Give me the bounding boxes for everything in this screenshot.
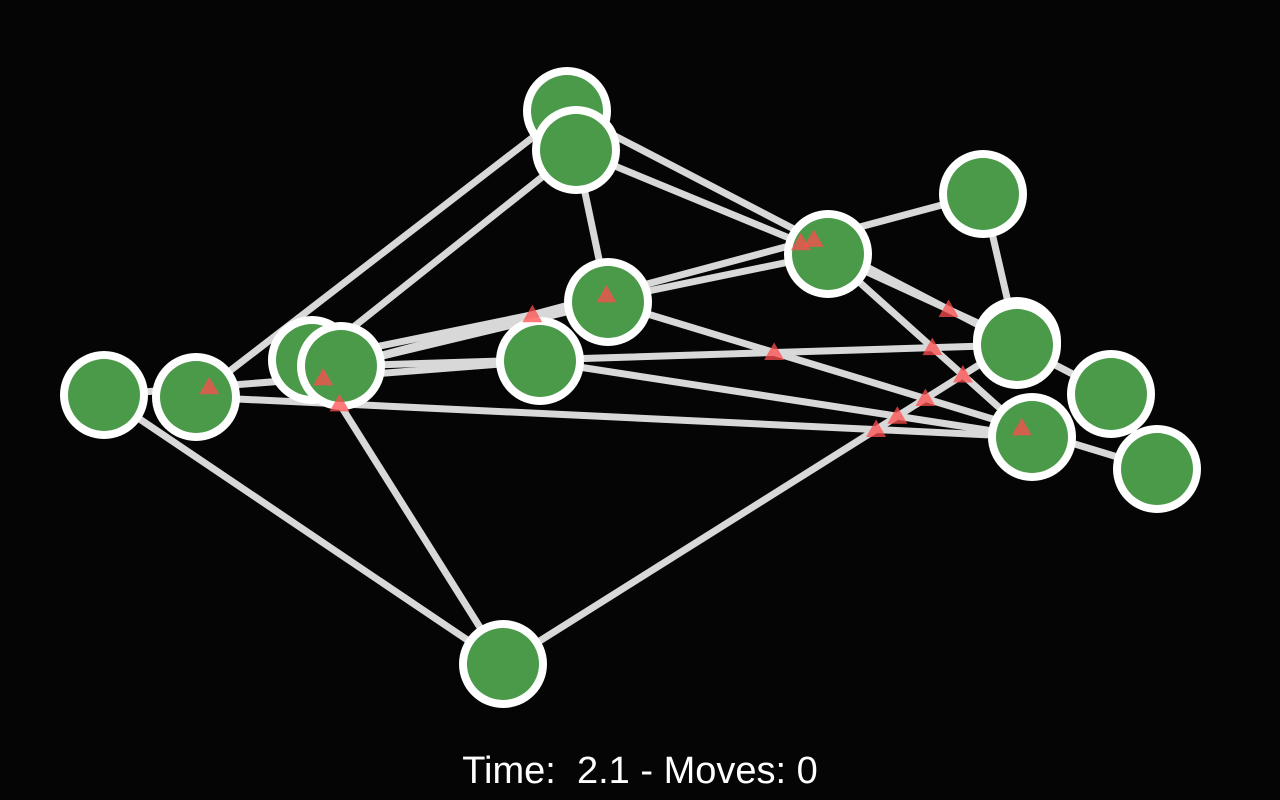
- node-layer: [60, 67, 1201, 708]
- graph-node[interactable]: [1113, 425, 1201, 513]
- graph-edge: [536, 357, 1036, 441]
- moves-label: Moves:: [663, 750, 787, 792]
- triangle-crossing-icon: [313, 367, 334, 386]
- graph-edge: [192, 107, 571, 401]
- circle-node-icon[interactable]: [996, 401, 1068, 473]
- graph-node[interactable]: [939, 150, 1027, 238]
- circle-node-icon[interactable]: [68, 359, 140, 431]
- graph-node[interactable]: [496, 317, 584, 405]
- circle-node-icon[interactable]: [504, 325, 576, 397]
- circle-node-icon[interactable]: [1075, 358, 1147, 430]
- graph-edge: [572, 146, 832, 258]
- graph-node[interactable]: [988, 393, 1076, 481]
- graph-node[interactable]: [973, 301, 1061, 389]
- triangle-crossing-icon: [887, 406, 908, 424]
- circle-node-icon[interactable]: [540, 114, 612, 186]
- graph-node[interactable]: [532, 106, 620, 194]
- triangle-crossing-icon: [922, 337, 943, 356]
- circle-node-icon[interactable]: [467, 628, 539, 700]
- triangle-crossing-icon: [952, 365, 973, 383]
- circle-node-icon[interactable]: [160, 361, 232, 433]
- graph-node[interactable]: [459, 620, 547, 708]
- moves-value: 0: [796, 750, 818, 792]
- circle-node-icon[interactable]: [981, 309, 1053, 381]
- circle-node-icon[interactable]: [1121, 433, 1193, 505]
- triangle-crossing-icon: [938, 299, 959, 317]
- triangle-crossing-icon: [596, 284, 617, 303]
- time-value: 2.1: [576, 750, 630, 792]
- circle-node-icon[interactable]: [305, 330, 377, 402]
- time-label: Time:: [462, 750, 556, 792]
- triangle-crossing-icon: [522, 304, 543, 323]
- graph-node[interactable]: [60, 351, 148, 439]
- triangle-crossing-icon: [329, 393, 350, 412]
- status-separator: -: [640, 750, 653, 792]
- graph-node[interactable]: [1067, 350, 1155, 438]
- crossing-marker-layer: [199, 229, 1032, 438]
- triangle-crossing-icon: [199, 376, 220, 395]
- circle-node-icon[interactable]: [792, 218, 864, 290]
- triangle-crossing-icon: [764, 342, 785, 361]
- circle-node-icon[interactable]: [947, 158, 1019, 230]
- graph-edge: [337, 341, 1021, 370]
- graph-edge: [337, 298, 612, 370]
- graph-edge: [499, 337, 1021, 668]
- triangle-crossing-icon: [915, 388, 936, 407]
- status-bar: Time: 2.1 - Moves: 0: [0, 746, 1280, 796]
- triangle-crossing-icon: [1011, 417, 1032, 436]
- triangle-crossing-icon: [790, 232, 811, 251]
- triangle-crossing-icon: [803, 229, 824, 247]
- triangle-crossing-icon: [866, 419, 887, 438]
- graph-node[interactable]: [784, 210, 872, 298]
- graph-node[interactable]: [152, 353, 240, 441]
- graph-edge: [100, 391, 507, 668]
